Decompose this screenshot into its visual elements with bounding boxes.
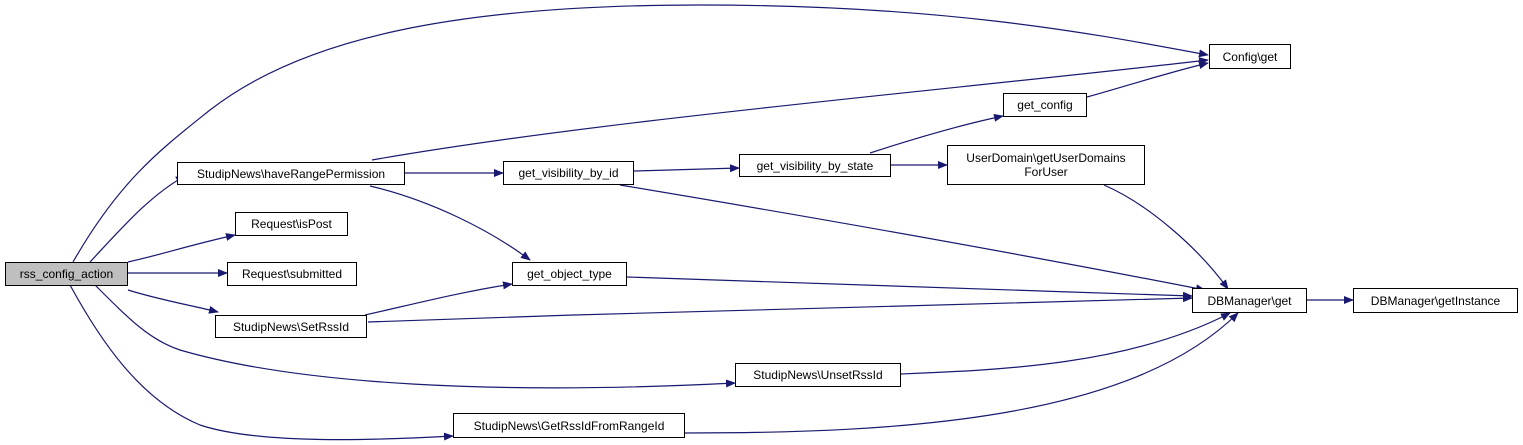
edge-user-domains-to-dbmanager-get: [1103, 184, 1229, 290]
node-dbmanager-get-instance[interactable]: DBManager\getInstance: [1353, 288, 1518, 313]
edge-get-visibility-by-id-to-by-state: [633, 164, 740, 173]
edge-rss-config-to-get-rss-id-from-range: [69, 284, 454, 441]
edge-rss-config-to-have-range-permission: [89, 175, 186, 263]
node-request-submitted[interactable]: Request\submitted: [227, 262, 357, 286]
edge-get-visibility-by-id-to-dbmanager-get: [619, 184, 1206, 293]
node-label-line-2: ForUser: [1024, 165, 1068, 179]
node-dbmanager-get[interactable]: DBManager\get: [1192, 288, 1307, 313]
node-get-rss-id-from-range-id[interactable]: StudipNews\GetRssIdFromRangeId: [453, 413, 685, 438]
edge-have-range-permission-to-config-get: [371, 57, 1209, 161]
edge-rss-config-to-config-get: [72, 4, 1209, 263]
edge-get-rss-id-from-range-to-dbmanager-get: [684, 312, 1239, 434]
node-label-line-1: UserDomain\getUserDomains: [966, 151, 1126, 165]
edge-set-rss-id-to-get-object-type: [364, 281, 513, 316]
node-get-visibility-by-id[interactable]: get_visibility_by_id: [503, 161, 634, 185]
edge-get-object-type-to-dbmanager-get: [626, 276, 1193, 300]
node-config-get[interactable]: Config\get: [1209, 44, 1291, 69]
edge-set-rss-id-to-dbmanager-get: [367, 294, 1193, 323]
node-unset-rss-id[interactable]: StudipNews\UnsetRssId: [735, 363, 901, 387]
edge-rss-config-to-request-is-post: [127, 233, 236, 263]
edge-have-range-permission-to-get-object-type: [369, 185, 531, 261]
node-user-domain-get-user-domains-for-user[interactable]: UserDomain\getUserDomains ForUser: [947, 145, 1145, 185]
node-rss-config-action: rss_config_action: [5, 262, 128, 286]
edge-unset-rss-id-to-dbmanager-get: [900, 312, 1231, 375]
node-get-visibility-by-state[interactable]: get_visibility_by_state: [739, 154, 891, 177]
edge-get-config-to-config-get: [1086, 61, 1209, 98]
node-set-rss-id[interactable]: StudipNews\SetRssId: [215, 315, 367, 338]
node-request-is-post[interactable]: Request\isPost: [235, 212, 348, 236]
edge-rss-config-to-set-rss-id: [127, 289, 219, 314]
edge-rss-config-to-unset-rss-id: [94, 284, 736, 389]
node-have-range-permission[interactable]: StudipNews\haveRangePermission: [177, 162, 405, 185]
node-get-config[interactable]: get_config: [1003, 93, 1087, 117]
node-get-object-type[interactable]: get_object_type: [512, 262, 627, 286]
edge-get-visibility-by-state-to-get-config: [869, 113, 1004, 154]
